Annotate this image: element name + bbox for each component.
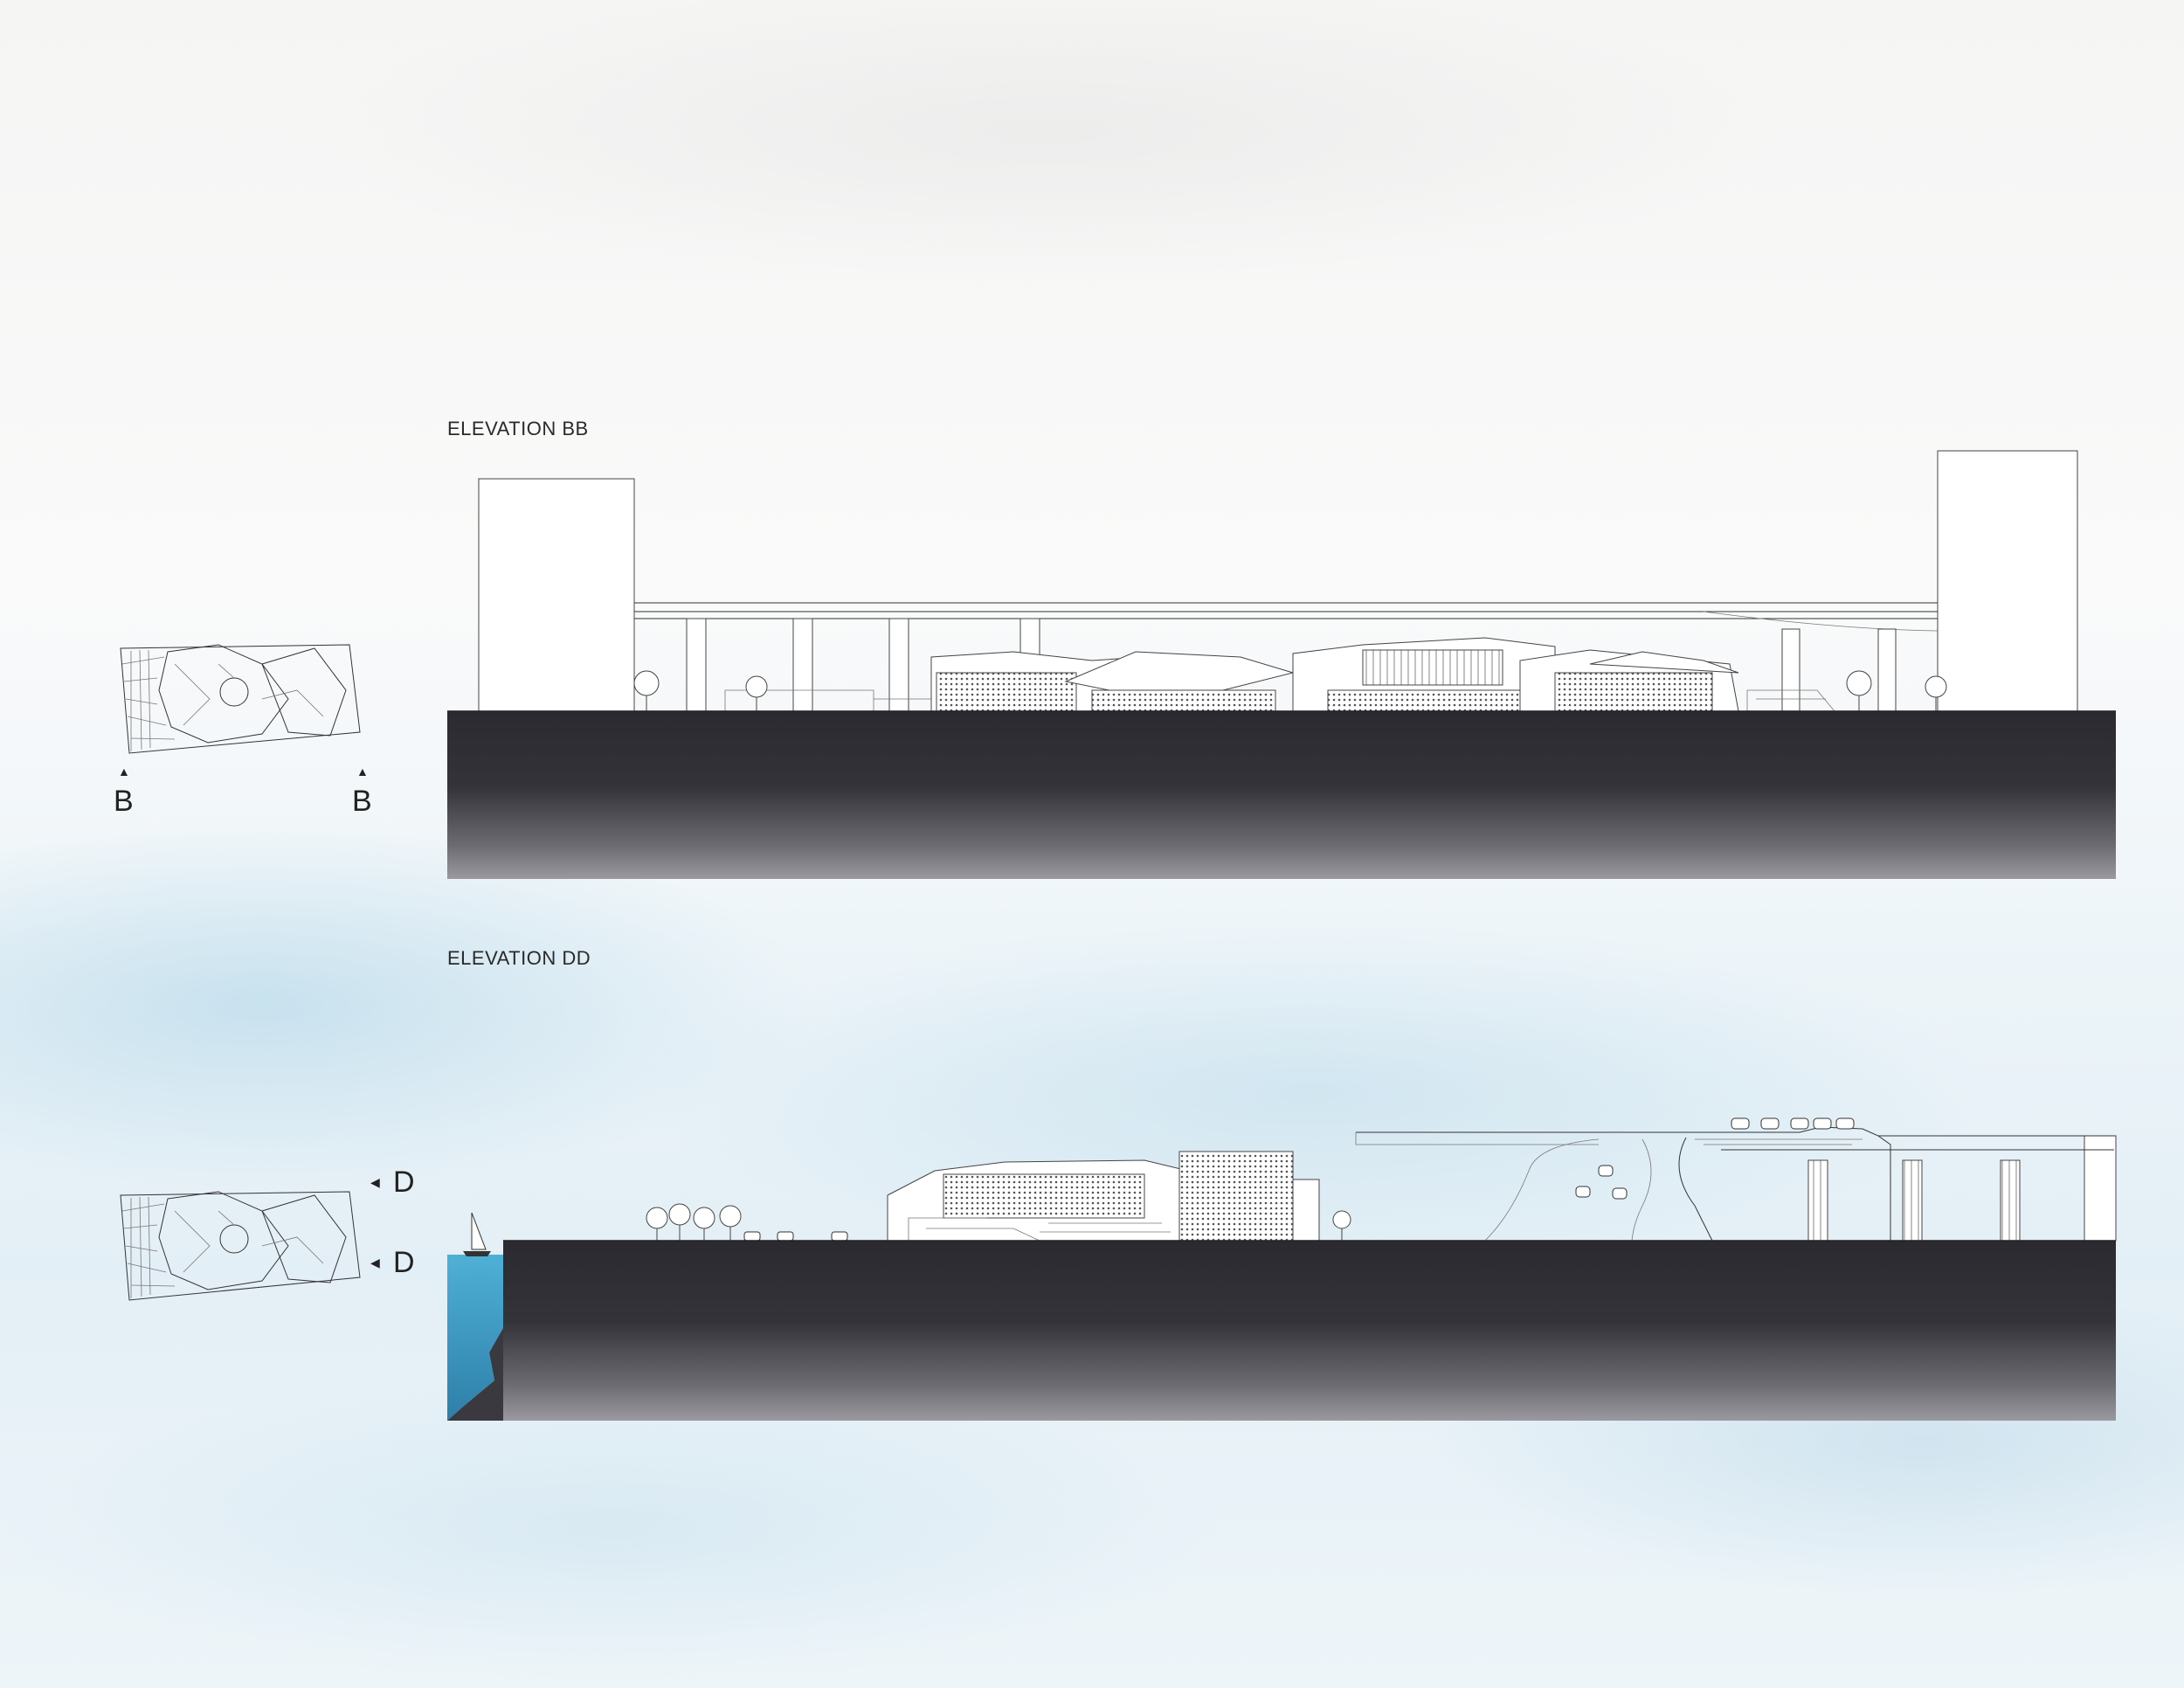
section-marker-d-bottom: D	[393, 1246, 415, 1279]
ground-mass	[503, 1241, 2116, 1421]
water	[447, 1255, 503, 1421]
tree-icon	[633, 670, 1947, 711]
car-icon	[743, 1231, 848, 1242]
section-marker-d-top: D	[393, 1166, 415, 1199]
section-marker-b-right: B	[352, 785, 372, 818]
ground-mass	[447, 711, 2116, 879]
section-marker-b-left: B	[114, 785, 134, 818]
tower-left	[478, 478, 635, 712]
elevation-bb-title: ELEVATION BB	[447, 418, 589, 439]
key-plan-bb	[120, 644, 361, 754]
section-arrow-icon: ◀	[370, 1256, 380, 1269]
section-arrow-icon: ▲	[356, 764, 369, 778]
elevation-dd-title: ELEVATION DD	[447, 947, 591, 969]
section-arrow-icon: ▲	[118, 764, 130, 778]
perforated-facade	[943, 1173, 1145, 1219]
section-arrow-icon: ◀	[370, 1175, 380, 1189]
perforated-facade	[936, 672, 1077, 712]
elevation-dd-drawing	[447, 1117, 2117, 1421]
curtain-wall	[1362, 649, 1503, 686]
tower-right	[1937, 450, 2078, 712]
sailboat-icon	[463, 1212, 491, 1256]
key-plan-dd	[120, 1191, 361, 1301]
elevation-bb-drawing	[447, 450, 2116, 879]
car-icon	[1575, 1117, 1855, 1200]
tree-icon	[646, 1203, 1351, 1241]
